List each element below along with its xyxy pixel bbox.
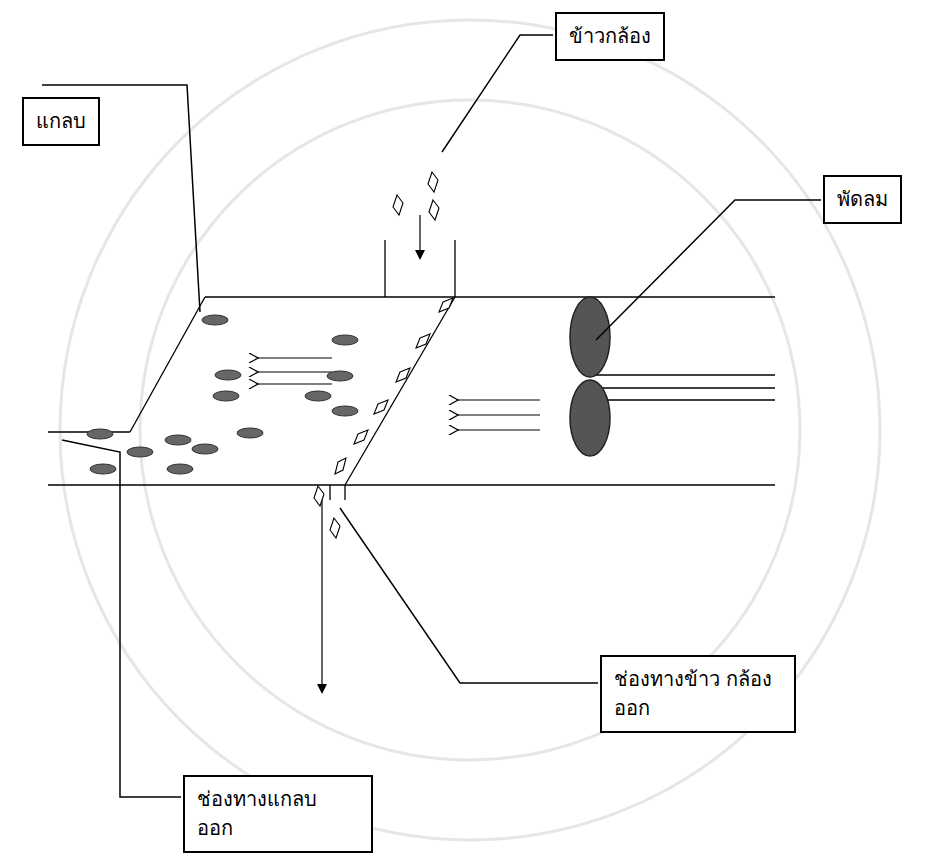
fan-blades: [570, 297, 610, 456]
label-text: ช่องทางข้าว กล้องออก: [614, 665, 782, 723]
watermark-seal: [60, 20, 880, 840]
air-flow-arrows: [258, 215, 540, 692]
husk-grains: [87, 315, 358, 474]
duct-outline: [48, 240, 775, 500]
label-box: ช่องทางข้าว กล้องออก: [600, 655, 796, 733]
label-box: ช่องทางแกลบ ออก: [183, 775, 373, 853]
label-box: ข้าวกล้อง: [555, 12, 665, 61]
leader-lines: [42, 35, 821, 797]
label-text: พัดลม: [837, 185, 888, 214]
label-text: แกลบ: [36, 107, 86, 136]
brown-rice-grains: [314, 172, 453, 538]
label-box: พัดลม: [823, 175, 902, 224]
label-text: ข้าวกล้อง: [569, 22, 651, 51]
label-text: ช่องทางแกลบ ออก: [197, 785, 359, 843]
label-box: แกลบ: [22, 97, 100, 146]
